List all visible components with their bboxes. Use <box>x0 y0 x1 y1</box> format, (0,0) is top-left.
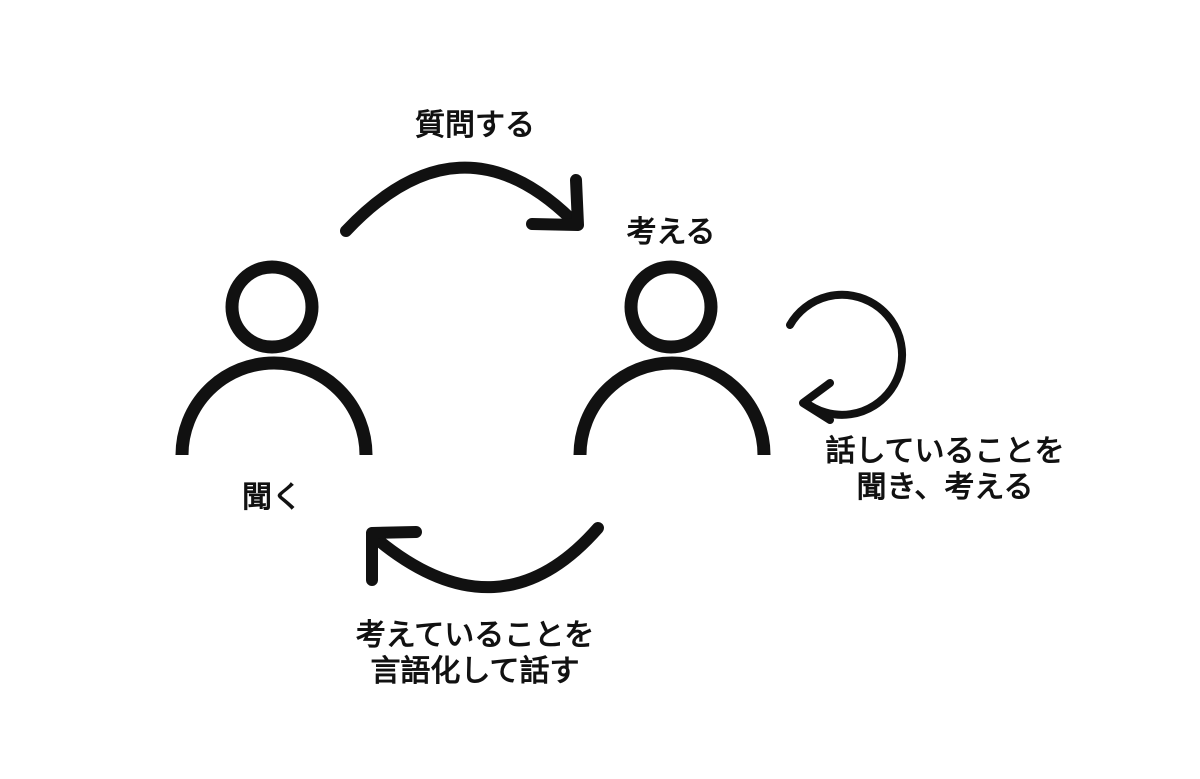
label-self-loop: 話していることを 聞き、考える <box>825 434 1064 506</box>
label-think: 考える <box>626 215 716 250</box>
label-self-loop-line2: 聞き、考える <box>856 470 1034 505</box>
arrow-ask-icon <box>340 161 584 237</box>
label-self-loop-line1: 話していることを <box>825 434 1065 469</box>
label-verbalize: 考えていることを 言語化して話す <box>356 618 595 690</box>
label-verbalize-line1: 考えていることを <box>355 618 595 653</box>
arrow-verbalize-icon <box>366 522 604 594</box>
person-thinker-icon <box>573 260 771 456</box>
person-listener-icon <box>175 260 373 456</box>
label-listen: 聞く <box>242 480 302 515</box>
arrow-self-loop-icon <box>786 290 907 424</box>
label-ask: 質問する <box>415 108 535 143</box>
label-verbalize-line2: 言語化して話す <box>370 654 580 689</box>
